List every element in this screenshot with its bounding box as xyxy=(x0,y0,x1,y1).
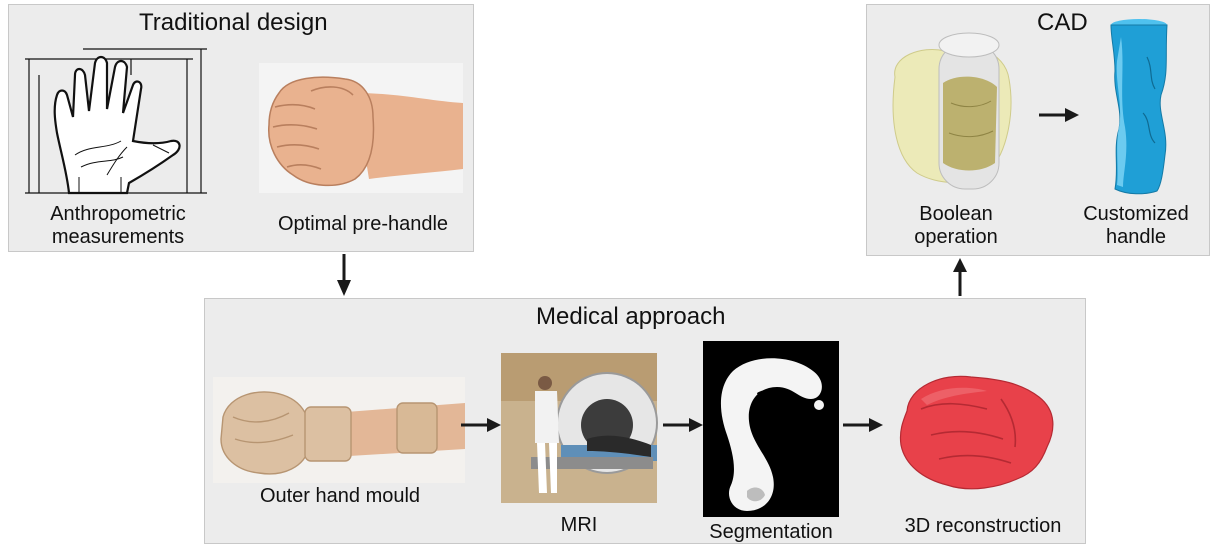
anthropometric-label: Anthropometric measurements xyxy=(13,203,223,249)
hand-measurement-drawing xyxy=(23,45,213,197)
medical-approach-panel: Medical approach xyxy=(204,298,1086,544)
mri-label: MRI xyxy=(539,514,619,537)
boolean-line2: operation xyxy=(914,226,997,248)
medical-approach-title: Medical approach xyxy=(536,303,725,331)
hand-outline xyxy=(55,57,180,193)
mri-photo xyxy=(501,353,657,503)
fist-photo xyxy=(259,63,463,193)
segmentation-label: Segmentation xyxy=(695,521,847,544)
customized-handle-label: Customized handle xyxy=(1063,203,1209,249)
arrow-traditional-to-medical xyxy=(334,252,354,298)
3d-reconstruction-label: 3D reconstruction xyxy=(883,515,1083,538)
boolean-line1: Boolean xyxy=(919,203,992,225)
anthropometric-line2: measurements xyxy=(52,226,184,248)
arrow-medical-to-cad xyxy=(950,256,970,298)
arrow-mri-to-segmentation xyxy=(661,415,705,435)
cad-panel: CAD Boolean operation Customized handle xyxy=(866,4,1210,256)
anthropometric-line1: Anthropometric xyxy=(50,203,186,225)
custom-line2: handle xyxy=(1106,226,1166,248)
arrow-mould-to-mri xyxy=(459,415,503,435)
3d-reconstruction-render xyxy=(891,369,1061,497)
outer-hand-mould-label: Outer hand mould xyxy=(235,485,445,508)
arrow-segmentation-to-reconstruction xyxy=(841,415,885,435)
prehandle-label: Optimal pre-handle xyxy=(257,213,469,236)
traditional-design-title: Traditional design xyxy=(139,9,328,37)
arrow-boolean-to-handle xyxy=(1037,105,1081,125)
custom-line1: Customized xyxy=(1083,203,1189,225)
boolean-operation-render xyxy=(881,23,1021,195)
traditional-design-panel: Traditional design xyxy=(8,4,474,252)
outer-hand-mould-photo xyxy=(213,377,465,483)
segmentation-image xyxy=(703,341,839,517)
customized-handle-render xyxy=(1103,17,1171,195)
cad-title: CAD xyxy=(1037,9,1088,37)
boolean-operation-label: Boolean operation xyxy=(881,203,1031,249)
